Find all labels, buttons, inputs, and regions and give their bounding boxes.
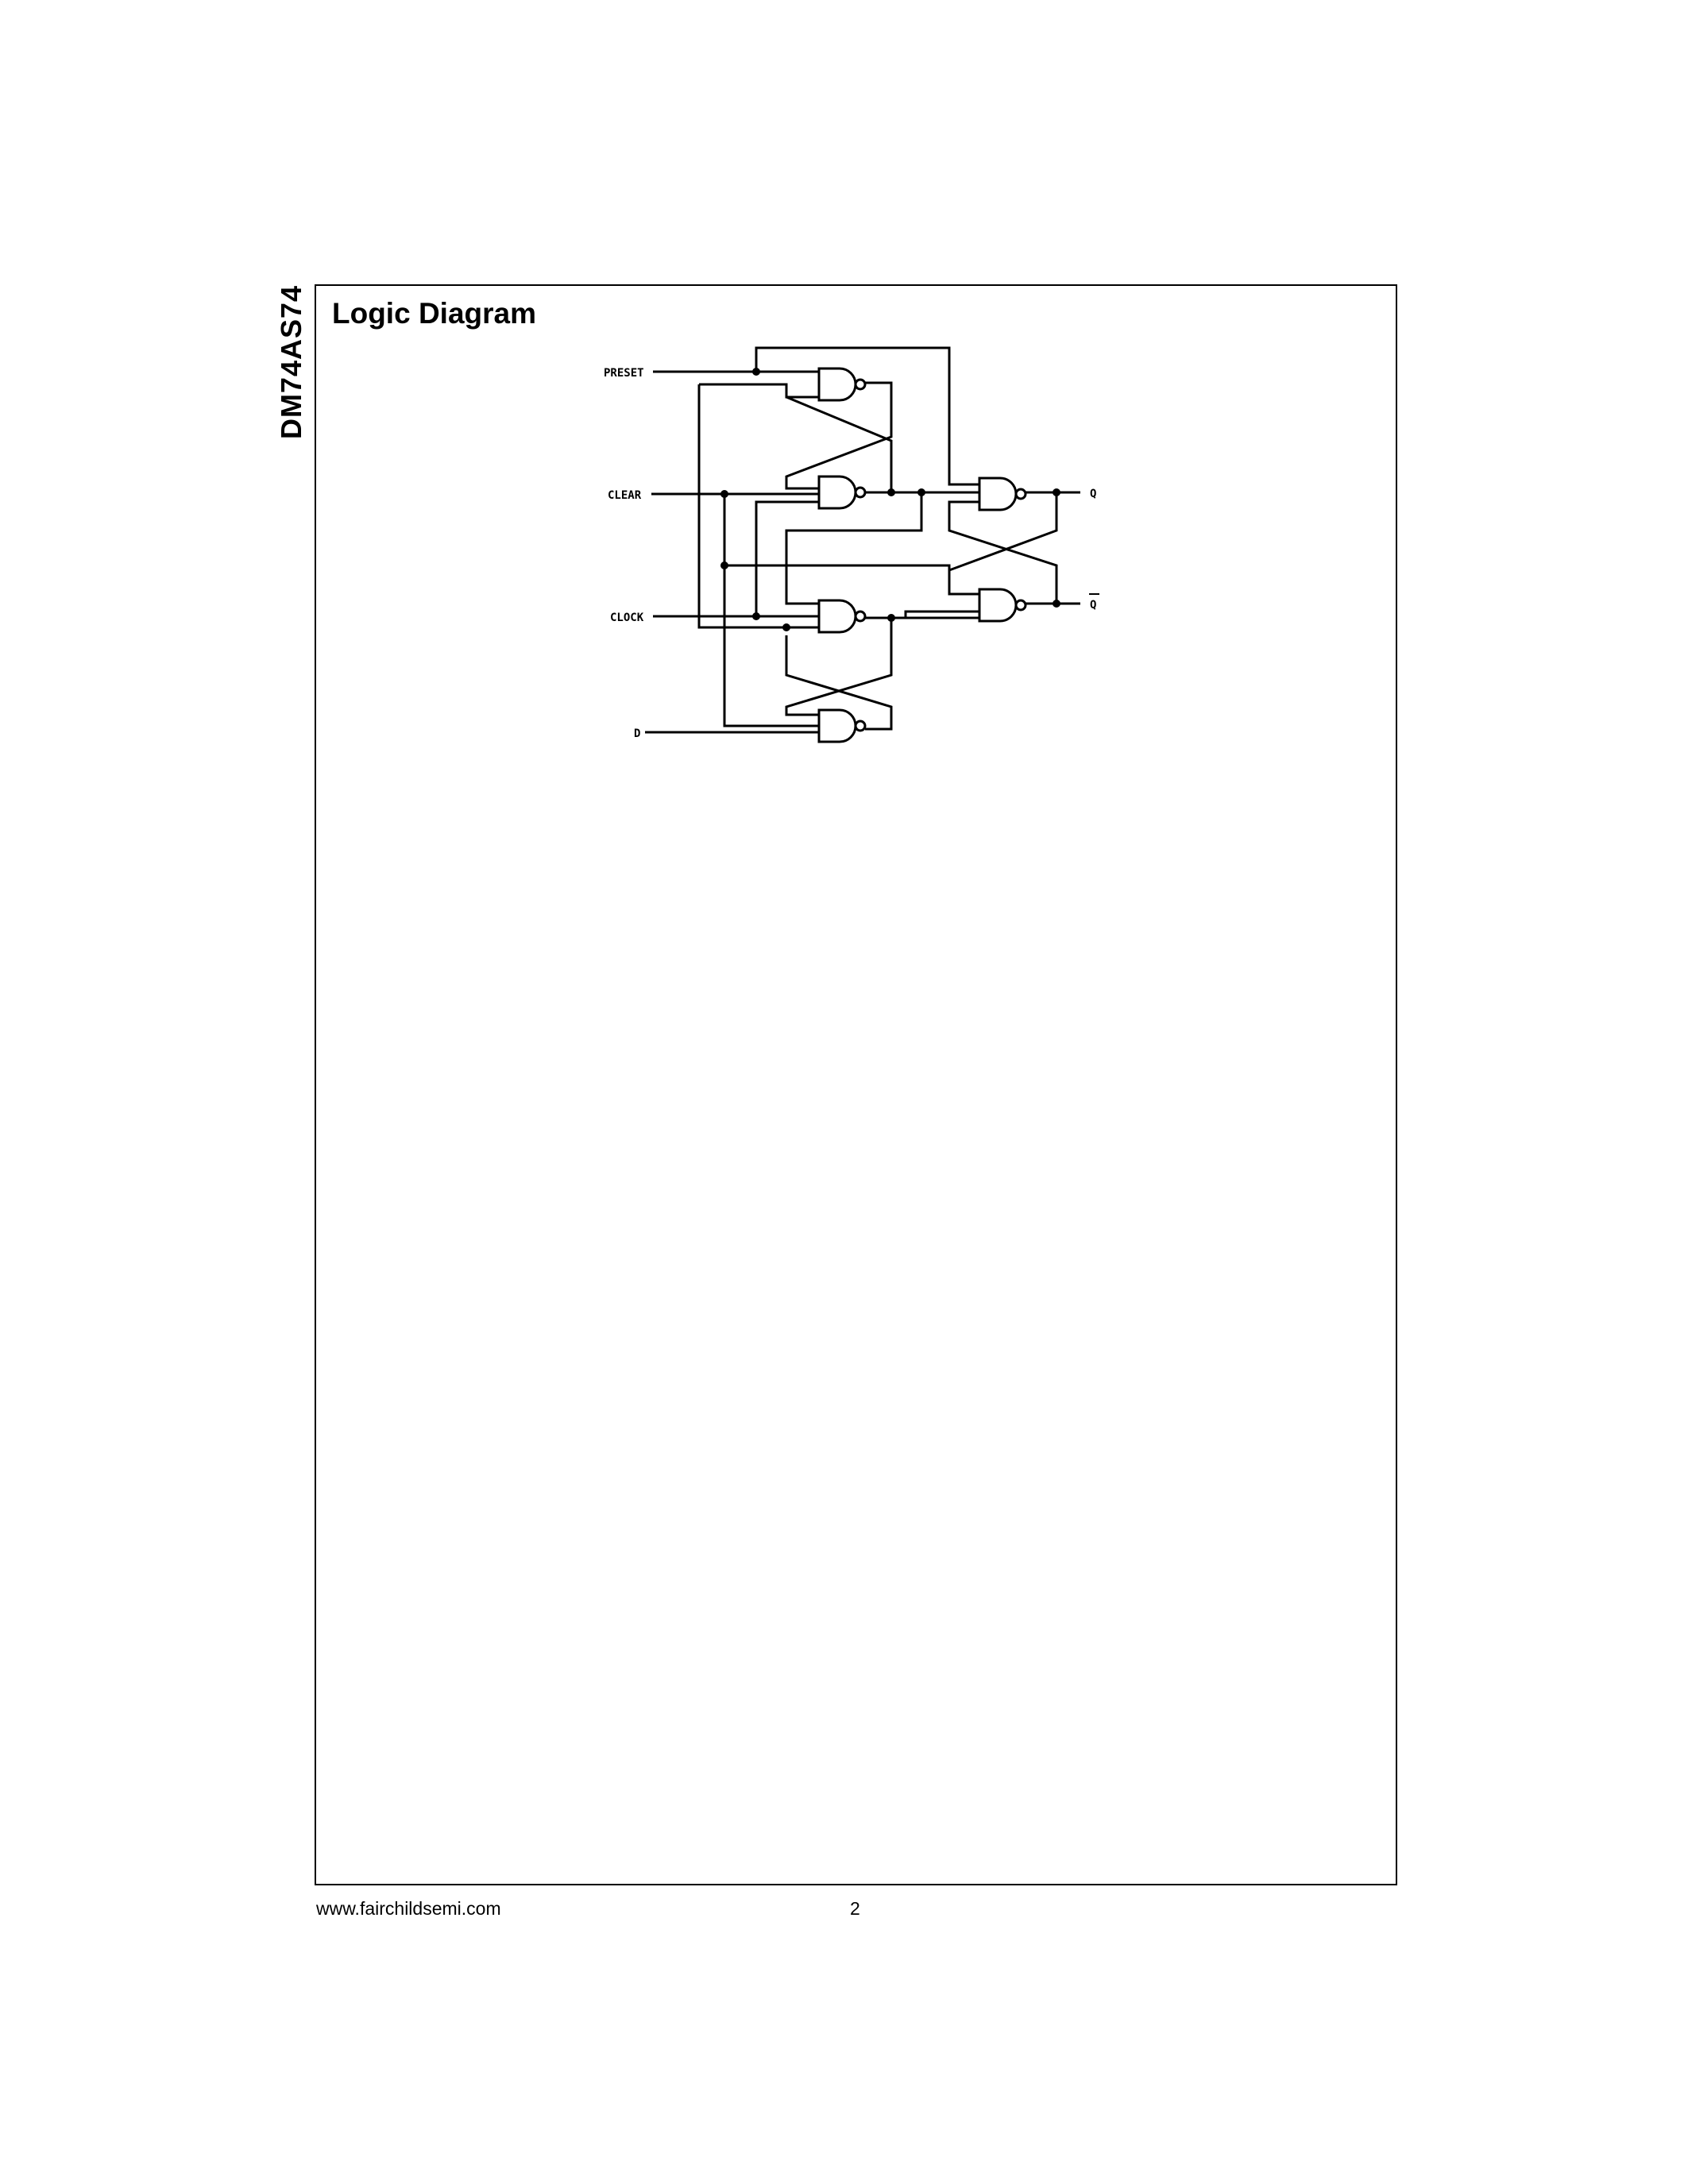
part-number: DM74AS74 (275, 284, 307, 440)
nand-gate-q (978, 477, 1027, 511)
nand-gate-preset (817, 367, 867, 402)
logic-diagram: PRESET CLEAR CLOCK D Q Q (604, 346, 1099, 743)
q-output-label: Q (1090, 488, 1096, 500)
clear-label: CLEAR (608, 489, 642, 502)
q-bar-output-label: Q (1090, 599, 1096, 612)
nand-gate-q-bar (978, 588, 1027, 623)
nand-gate-data (817, 708, 867, 743)
section-title: Logic Diagram (332, 297, 536, 330)
nand-gate-clear (817, 475, 867, 510)
d-label: D (634, 727, 640, 740)
nand-gate-clock (817, 599, 867, 634)
preset-label: PRESET (604, 367, 644, 380)
page-number: 2 (850, 1898, 860, 1919)
content-frame (315, 284, 1397, 1885)
footer-url: www.fairchildsemi.com (316, 1898, 501, 1919)
clock-label: CLOCK (610, 612, 644, 624)
